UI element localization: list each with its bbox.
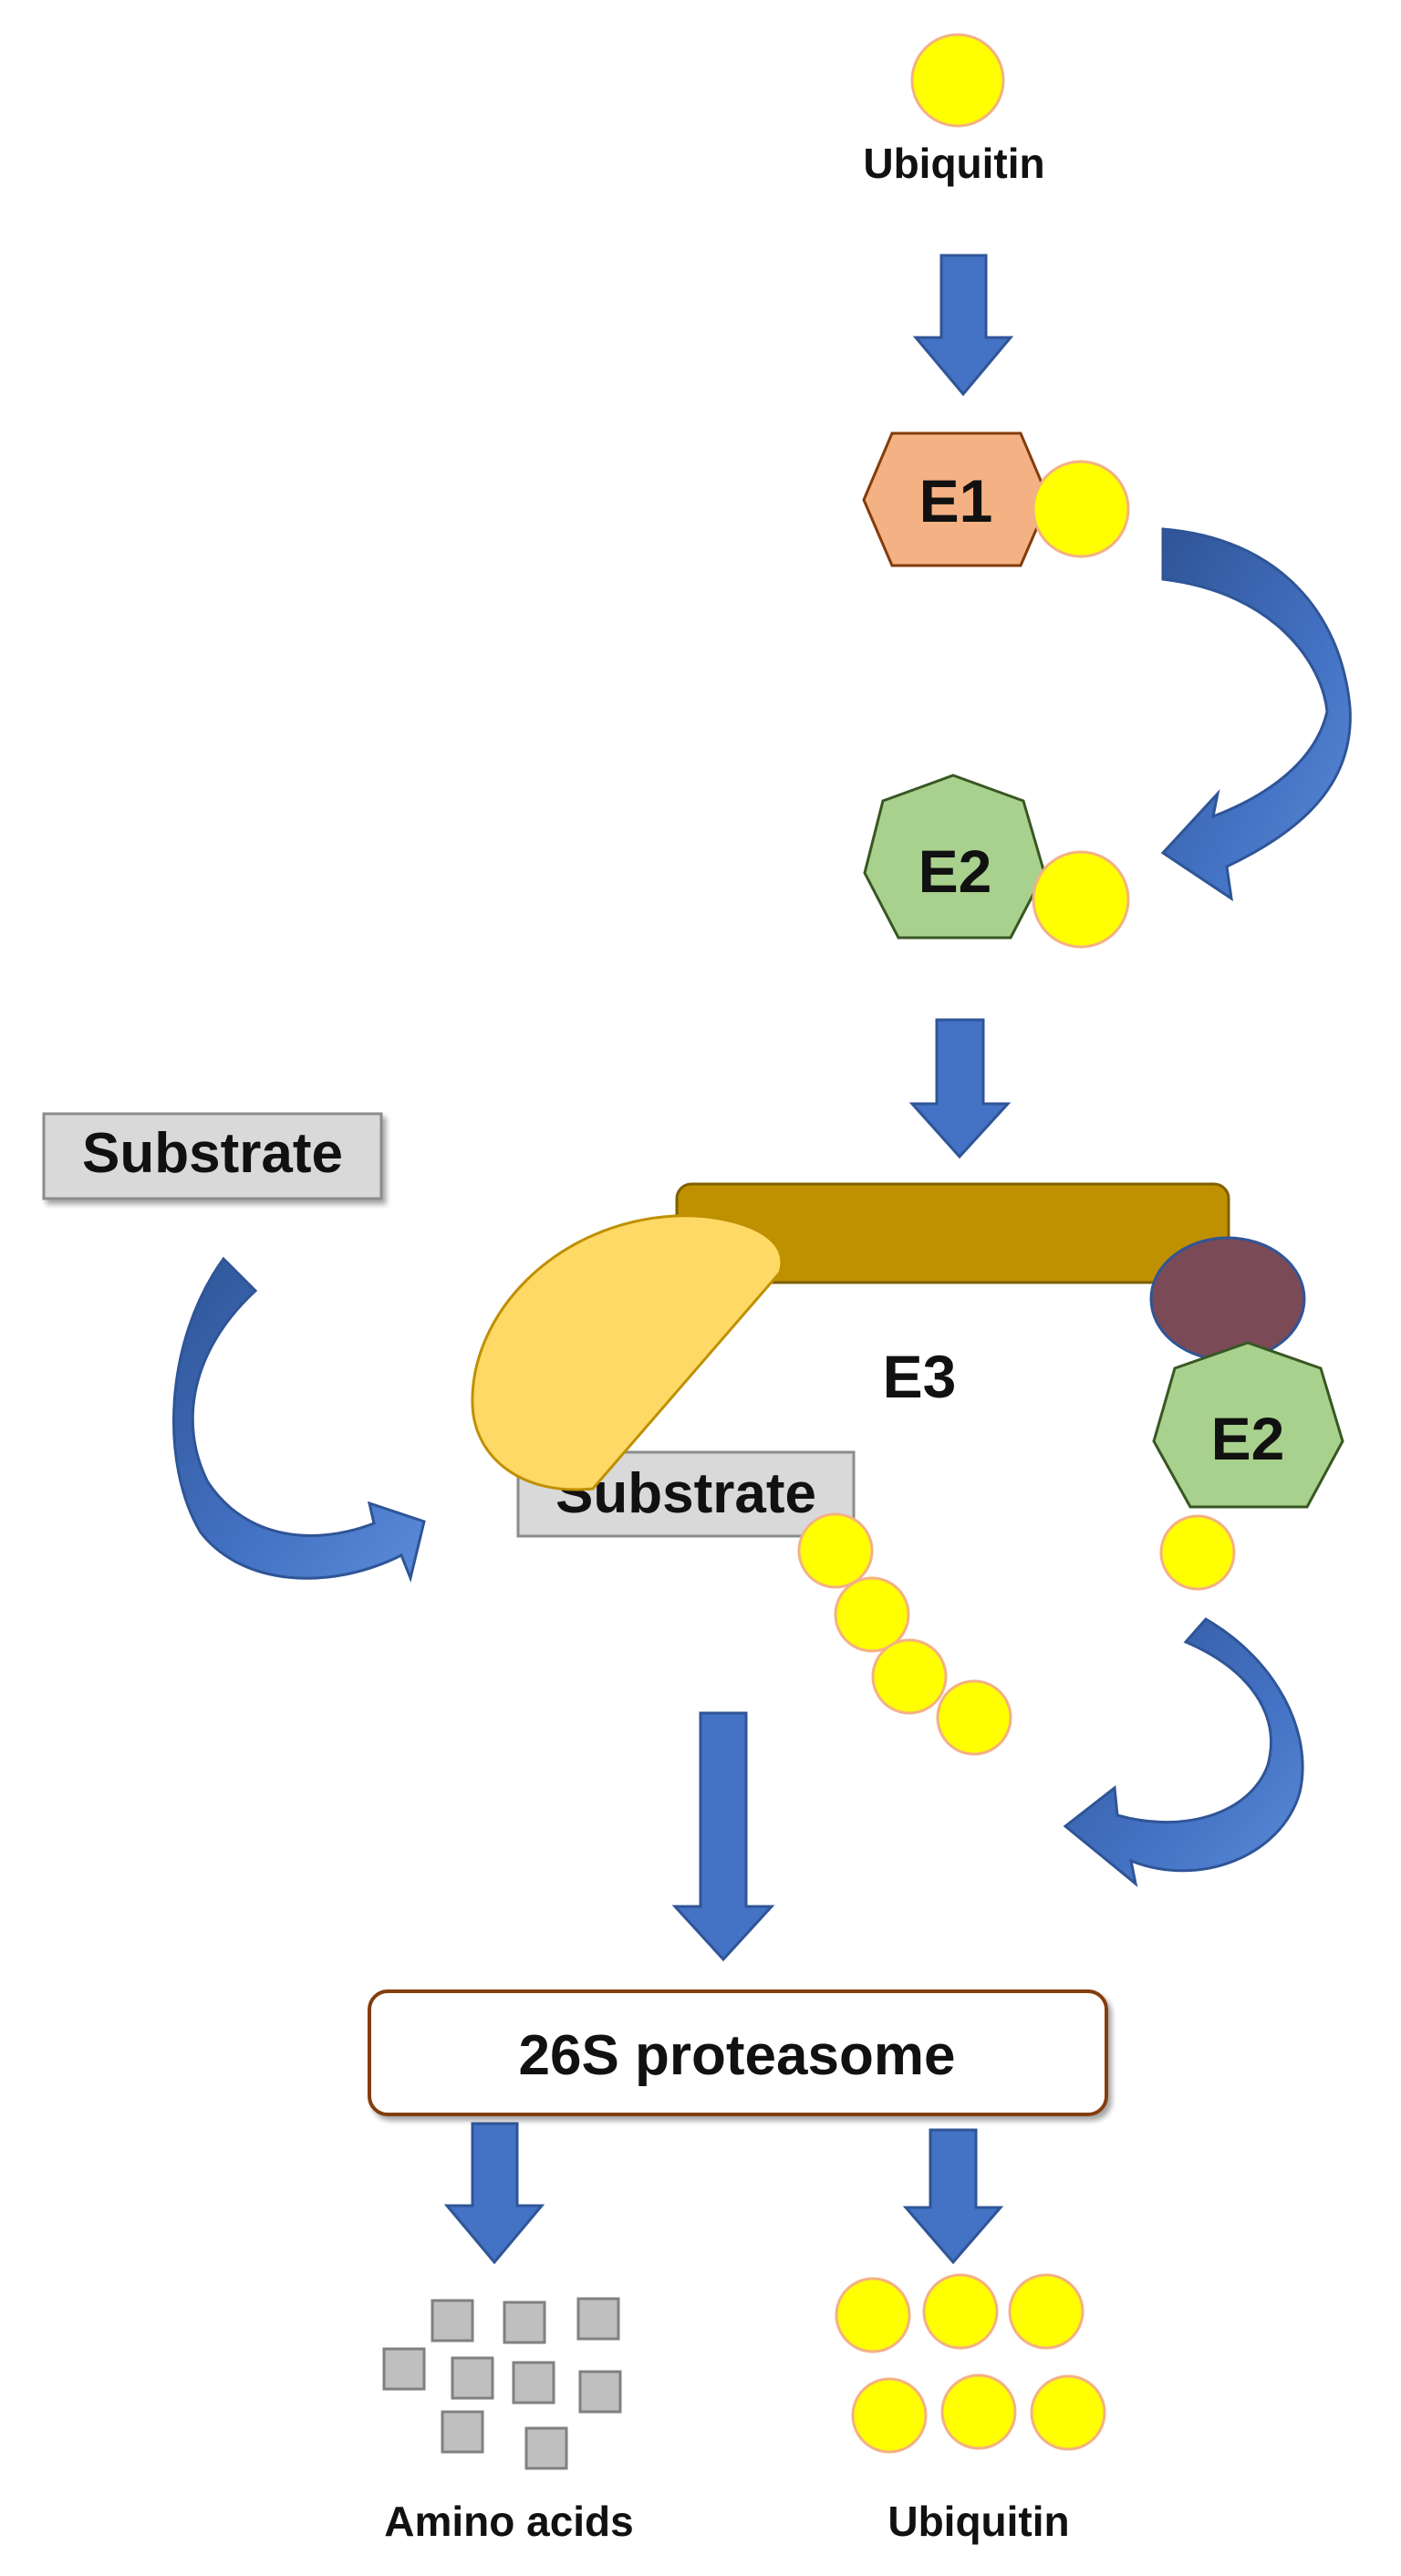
amino-acid-square xyxy=(441,2410,484,2454)
e2-lower-label: E2 xyxy=(1211,1405,1285,1472)
polyubiquitin-3 xyxy=(871,1638,948,1715)
ubiquitin-top-label: Ubiquitin xyxy=(863,140,1044,187)
polyubiquitin-2 xyxy=(834,1576,910,1653)
ubiquitin-bottom-label: Ubiquitin xyxy=(887,2498,1069,2545)
curved-arrow-e1-e2 xyxy=(1160,527,1352,902)
substrate-free-label: Substrate xyxy=(82,1122,343,1185)
e2-upper-ubiquitin xyxy=(1032,850,1130,949)
e1-hexagon xyxy=(862,431,1051,567)
curved-arrow-substrate-e3 xyxy=(171,1256,426,1583)
arrow-down-1 xyxy=(912,254,1014,397)
e2-lower-heptagon xyxy=(1152,1341,1344,1509)
e2-lower-ubiquitin xyxy=(1159,1514,1236,1591)
e3-cap xyxy=(471,1214,784,1491)
amino-acid-square xyxy=(578,2370,622,2414)
free-ubiquitin xyxy=(1008,2273,1084,2350)
free-ubiquitin-group xyxy=(835,2273,1106,2454)
polyubiquitin-1 xyxy=(797,1512,874,1589)
e3-label: E3 xyxy=(883,1343,957,1410)
free-ubiquitin xyxy=(851,2377,928,2454)
free-ubiquitin xyxy=(940,2373,1017,2450)
amino-acid-squares xyxy=(382,2297,622,2470)
amino-acid-square xyxy=(431,2299,474,2342)
free-ubiquitin xyxy=(1030,2374,1106,2451)
amino-acids-label: Amino acids xyxy=(384,2498,634,2545)
amino-acid-square xyxy=(512,2361,555,2405)
e2-upper-label: E2 xyxy=(918,837,992,905)
e2-upper-heptagon xyxy=(863,774,1046,940)
free-ubiquitin xyxy=(835,2277,911,2353)
curved-arrow-e2-chain xyxy=(1063,1617,1304,1887)
arrow-down-3 xyxy=(671,1711,775,1962)
proteasome-label: 26S proteasome xyxy=(519,2024,956,2087)
amino-acid-square xyxy=(382,2347,426,2391)
amino-acid-square xyxy=(576,2297,620,2341)
arrow-down-2 xyxy=(908,1018,1012,1159)
proteasome-box xyxy=(368,1989,1108,2116)
amino-acid-square xyxy=(451,2356,494,2400)
e1-label: E1 xyxy=(919,467,993,535)
free-ubiquitin xyxy=(922,2273,999,2350)
arrow-down-amino xyxy=(443,2122,545,2265)
ubiquitin-top-circle xyxy=(910,33,1005,128)
polyubiquitin-4 xyxy=(936,1679,1012,1756)
e3-knob xyxy=(1149,1236,1306,1362)
amino-acid-square xyxy=(503,2301,546,2344)
substrate-free-box xyxy=(42,1112,383,1200)
e1-ubiquitin xyxy=(1032,460,1130,558)
arrow-down-ubiquitin xyxy=(902,2128,1004,2265)
amino-acid-square xyxy=(524,2426,568,2470)
